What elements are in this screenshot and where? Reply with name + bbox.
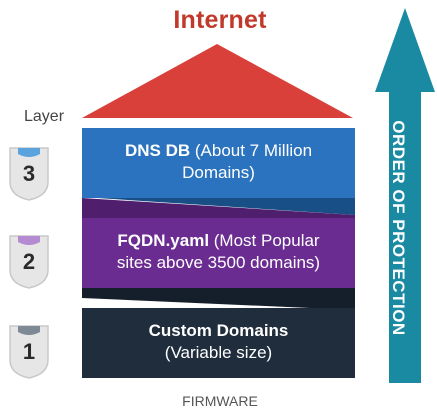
diagram-title: Internet — [173, 6, 267, 34]
badge-layer-1 — [9, 325, 49, 379]
layer-2-text: FQDN.yaml (Most Popular sites above 3500… — [82, 230, 355, 274]
layer-label: Layer — [24, 108, 65, 125]
layer-3-shadow — [82, 196, 355, 215]
layer-2-block — [82, 218, 355, 288]
footer-firmware: FIRMWARE — [182, 393, 258, 409]
layer-3-detail-2: Domains) — [182, 163, 255, 182]
layer-3-block — [82, 128, 355, 198]
order-of-protection-arrow — [375, 8, 435, 383]
internet-roof — [82, 44, 353, 118]
badge-number-2: 2 — [22, 249, 36, 274]
badge-layer-3 — [9, 147, 49, 201]
layer-2-detail-1: (Most Popular — [209, 231, 320, 250]
badge-number-3: 3 — [22, 161, 36, 186]
layer-1-text: Custom Domains (Variable size) — [82, 320, 355, 364]
layer-1-top-bevel — [82, 288, 355, 310]
layer-1-name: Custom Domains — [148, 321, 289, 340]
order-of-protection-label: ORDER OF PROTECTION — [389, 120, 408, 336]
badge-number-1: 1 — [22, 339, 36, 364]
layer-3-name: DNS DB — [124, 141, 191, 160]
layer-3-text: DNS DB (About 7 Million Domains) — [82, 140, 355, 184]
layer-3-detail-1: (About 7 Million — [190, 141, 313, 160]
badge-layer-2 — [9, 235, 49, 289]
layer-2-name: FQDN.yaml — [117, 231, 210, 250]
layer-2-top-bevel — [82, 198, 355, 218]
layer-2-detail-2: sites above 3500 domains) — [116, 253, 321, 272]
layer-1-detail-2: (Variable size) — [164, 343, 273, 362]
layer-1-block — [82, 308, 355, 378]
